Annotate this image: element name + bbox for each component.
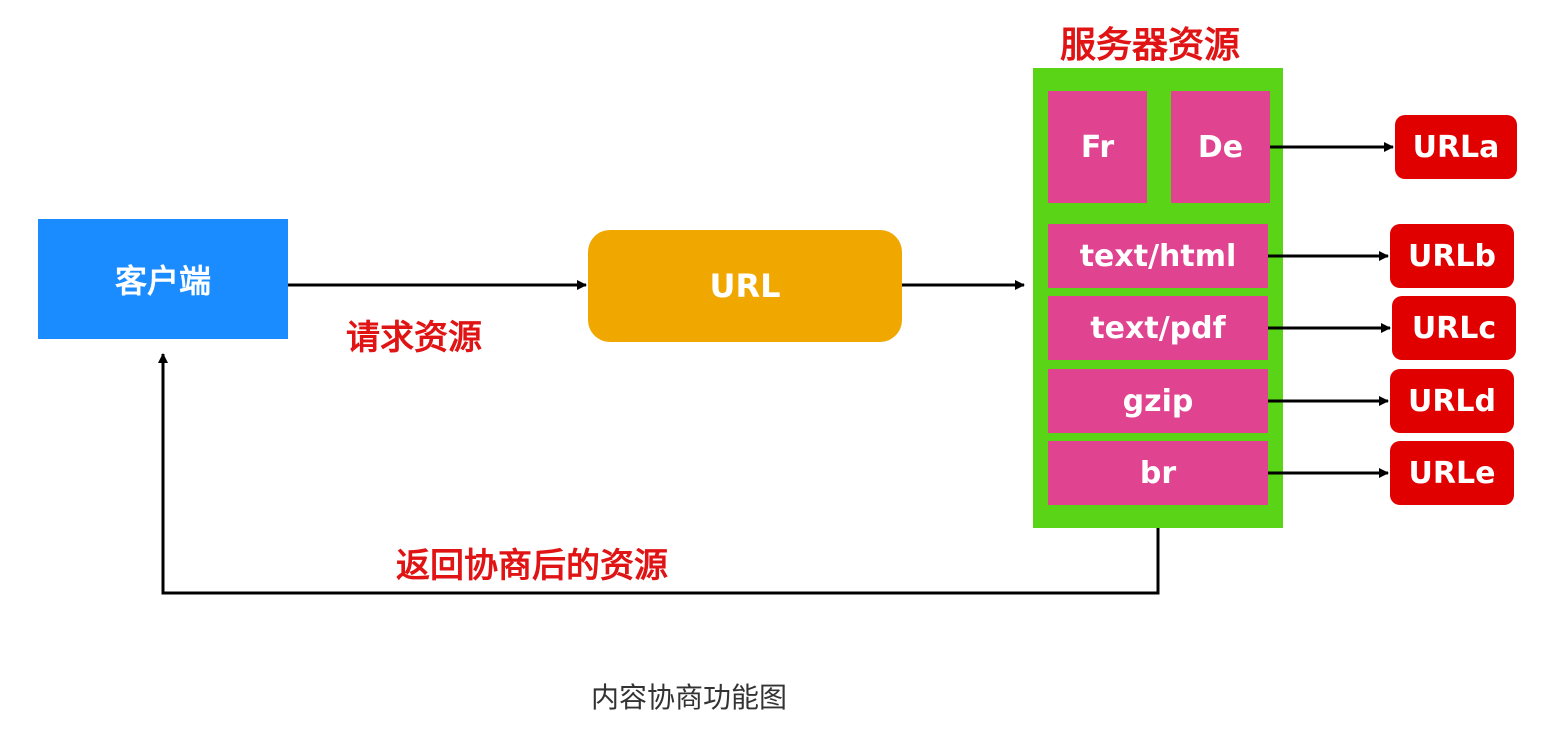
url-a-label: URLa: [1412, 129, 1500, 165]
resource-text-html: text/html: [1048, 224, 1268, 288]
url-e-label: URLe: [1408, 455, 1496, 491]
resource-text-pdf-label: text/pdf: [1090, 310, 1226, 346]
url-d-label: URLd: [1407, 383, 1497, 419]
resource-gzip-label: gzip: [1122, 383, 1194, 419]
resource-text-pdf: text/pdf: [1048, 296, 1268, 360]
client-box: 客户端: [38, 219, 288, 339]
request-resource-label: 请求资源: [346, 318, 482, 358]
arrow-return-to-client: [158, 353, 1160, 595]
url-b-pill: URLb: [1390, 224, 1514, 288]
resource-de: De: [1171, 91, 1270, 203]
figure-caption: 内容协商功能图: [590, 681, 787, 714]
url-d-pill: URLd: [1390, 369, 1514, 433]
url-box: URL: [588, 230, 902, 342]
resource-fr: Fr: [1048, 91, 1147, 203]
url-a-pill: URLa: [1395, 115, 1517, 179]
resource-br: br: [1048, 441, 1268, 505]
resource-br-label: br: [1139, 455, 1177, 491]
client-label: 客户端: [114, 262, 211, 300]
url-label: URL: [709, 267, 781, 305]
url-b-label: URLb: [1407, 238, 1497, 274]
resource-text-html-label: text/html: [1079, 238, 1237, 274]
resource-fr-label: Fr: [1080, 129, 1115, 165]
url-c-label: URLc: [1411, 310, 1497, 346]
server-resources-title: 服务器资源: [1060, 25, 1241, 66]
resource-de-label: De: [1197, 129, 1244, 165]
url-e-pill: URLe: [1390, 441, 1514, 505]
url-c-pill: URLc: [1392, 296, 1516, 360]
resource-gzip: gzip: [1048, 369, 1268, 433]
return-negotiated-resource-label: 返回协商后的资源: [396, 546, 668, 586]
